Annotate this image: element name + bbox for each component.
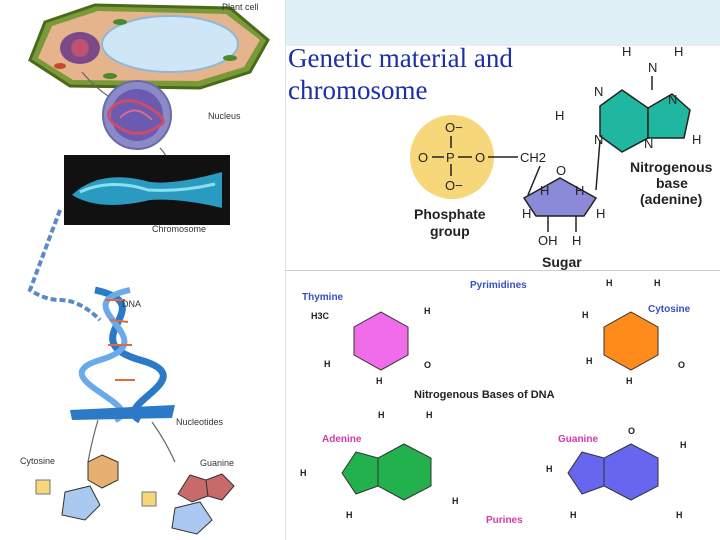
sugar-label: Sugar <box>542 254 582 270</box>
cytosine-nucleotide <box>35 454 119 521</box>
phosphate-label: Phosphate <box>414 206 486 222</box>
adenine-h-1: H <box>378 410 385 420</box>
cytosine-h-1: H <box>606 278 613 288</box>
cytosine-ring <box>603 311 659 371</box>
cytosine-o: O <box>678 360 685 370</box>
chromosome-label: Chromosome <box>152 224 206 234</box>
nucleotides-label: Nucleotides <box>176 417 224 427</box>
plant-cell-label: Plant cell <box>222 2 259 12</box>
amine-h-1: H <box>622 44 631 59</box>
adenine-n1: N <box>594 84 603 99</box>
guanine-h-4: H <box>676 510 683 520</box>
adenine-h-5: H <box>346 510 353 520</box>
cytosine-h-4: H <box>586 356 593 366</box>
amine-n: N <box>648 60 657 75</box>
phosphate-p: P <box>446 150 455 165</box>
nucleus-image <box>102 80 172 150</box>
adenine-n4: N <box>644 136 653 151</box>
thymine-h-2: H <box>324 359 331 369</box>
guanine-h-3: H <box>570 510 577 520</box>
ch2-label: CH2 <box>520 150 546 165</box>
adenine-h-left: H <box>555 108 564 123</box>
nucleus-label: Nucleus <box>208 111 241 121</box>
phosphate-o-top: O− <box>445 120 463 135</box>
adenine-label: Adenine <box>322 434 362 445</box>
sugar-h-2: H <box>575 183 584 198</box>
dna-label: DNA <box>122 299 141 309</box>
base-label-3: (adenine) <box>640 191 702 207</box>
guanine-o: O <box>628 426 635 436</box>
adenine-ring-left <box>377 443 432 501</box>
section-divider <box>285 270 720 271</box>
title-banner <box>286 0 720 46</box>
chromosome-image <box>64 155 230 225</box>
base-label-1: Nitrogenous <box>630 159 713 175</box>
adenine-h-3: H <box>300 468 307 478</box>
adenine-h-4: H <box>452 496 459 506</box>
sugar-o: O <box>556 163 566 178</box>
guanine-nucleotide <box>141 473 235 535</box>
amine-h-2: H <box>674 44 683 59</box>
guanine-ring-right <box>603 443 659 501</box>
guanine-ring-5-member <box>567 451 605 495</box>
thymine-label: Thymine <box>302 292 344 303</box>
adenine-n3: N <box>594 132 603 147</box>
slide-title: Genetic material and chromosome <box>288 43 513 106</box>
left-illustration: Plant cell Nucleus Chromosome DNA Nucleo… <box>20 2 270 535</box>
adenine-h-right: H <box>692 132 701 147</box>
bases-caption: Nitrogenous Bases of DNA <box>414 389 555 401</box>
cytosine-h-3: H <box>582 310 589 320</box>
phosphate-o-left: O <box>418 150 428 165</box>
base-label-2: base <box>656 175 688 191</box>
thymine-h3c: H3C <box>311 311 330 321</box>
guanine-h-2: H <box>546 464 553 474</box>
thymine-h-3: H <box>376 376 383 386</box>
nucleotide-structure: O− O P O O− CH2 Phosphate group O H H H … <box>410 44 713 270</box>
phosphate-o-bottom: O− <box>445 178 463 193</box>
sugar-ring <box>522 177 598 217</box>
thymine-o: O <box>424 360 431 370</box>
plant-cell-image <box>28 3 270 90</box>
adenine-ring-6 <box>599 89 649 153</box>
cytosine-label: Cytosine <box>648 304 691 315</box>
thymine-h-1: H <box>424 306 431 316</box>
sugar-h-5: H <box>572 233 581 248</box>
cytosine-left-label: Cytosine <box>20 456 55 466</box>
pyrimidines-label: Pyrimidines <box>470 280 527 291</box>
sugar-h-3: H <box>522 206 531 221</box>
thymine-ring <box>353 311 409 371</box>
nitrogenous-bases-panel: Pyrimidines Thymine H3C H H O H Cytosine… <box>300 278 691 526</box>
purines-label: Purines <box>486 515 523 526</box>
guanine-label: Guanine <box>558 434 598 445</box>
guanine-h-1: H <box>680 440 687 450</box>
phosphate-o-right: O <box>475 150 485 165</box>
adenine-ring-5 <box>647 93 691 139</box>
cytosine-h-5: H <box>626 376 633 386</box>
guanine-left-label: Guanine <box>200 458 234 468</box>
cytosine-h-2: H <box>654 278 661 288</box>
sugar-oh: OH <box>538 233 558 248</box>
sugar-h-4: H <box>596 206 605 221</box>
phosphate-circle <box>410 115 494 199</box>
adenine-h-2: H <box>426 410 433 420</box>
adenine-ring-5-member <box>341 451 379 495</box>
dna-helix-image <box>70 286 175 424</box>
sugar-h-1: H <box>540 183 549 198</box>
phosphate-label-2: group <box>430 223 470 239</box>
adenine-n2: N <box>668 92 677 107</box>
